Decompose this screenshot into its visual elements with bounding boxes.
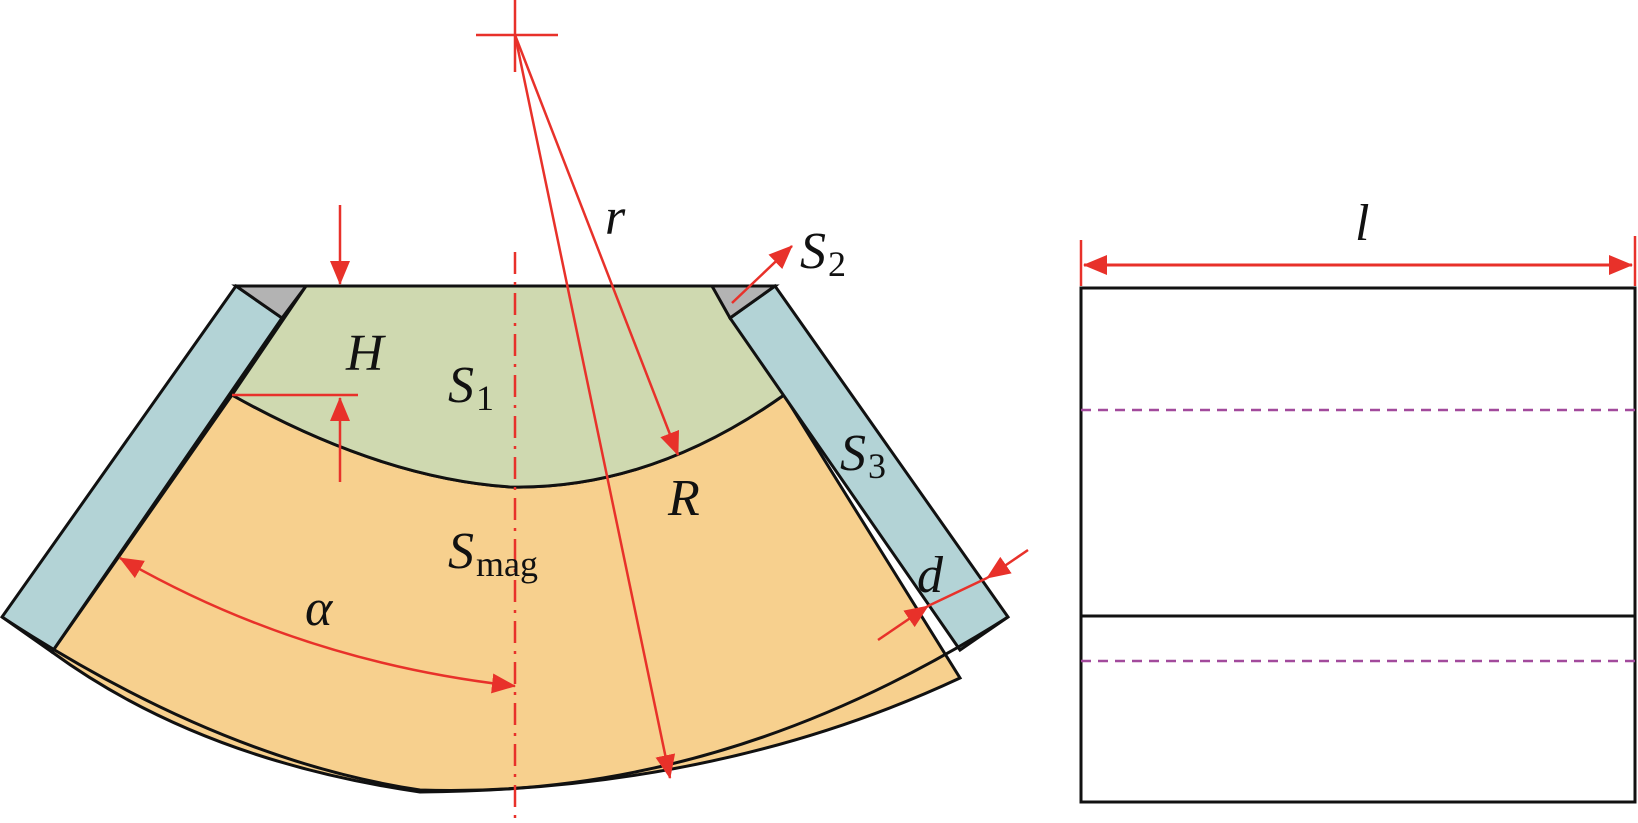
s2-pointer-arrow	[731, 245, 793, 304]
label-R: R	[667, 470, 700, 527]
right-wedge	[709, 284, 780, 321]
label-S3: S3	[840, 425, 886, 486]
angle-alpha-arc	[119, 556, 516, 694]
label-r: r	[605, 189, 626, 246]
label-Smag: Smag	[448, 523, 538, 584]
side-view: l	[1079, 195, 1637, 804]
label-S1: S1	[448, 357, 494, 418]
radius-R-arrow	[513, 34, 676, 779]
label-alpha: α	[305, 580, 334, 637]
label-d: d	[917, 547, 944, 604]
label-l: l	[1355, 195, 1369, 252]
arc-centre-cross	[476, 0, 558, 72]
pole-cap-region	[229, 284, 787, 489]
radius-r-arrow	[513, 34, 680, 456]
outer-arc	[1, 615, 1009, 792]
side-view-outline	[1079, 286, 1637, 804]
label-S2: S2	[800, 223, 846, 284]
thickness-d-dimension	[877, 548, 1029, 642]
label-H: H	[345, 325, 386, 382]
left-wedge	[231, 284, 309, 321]
cross-section: r R H α d S1 S2 S3 Smag	[0, 0, 1029, 823]
height-H-dimension	[232, 205, 358, 482]
length-l-dimension	[1079, 236, 1637, 286]
